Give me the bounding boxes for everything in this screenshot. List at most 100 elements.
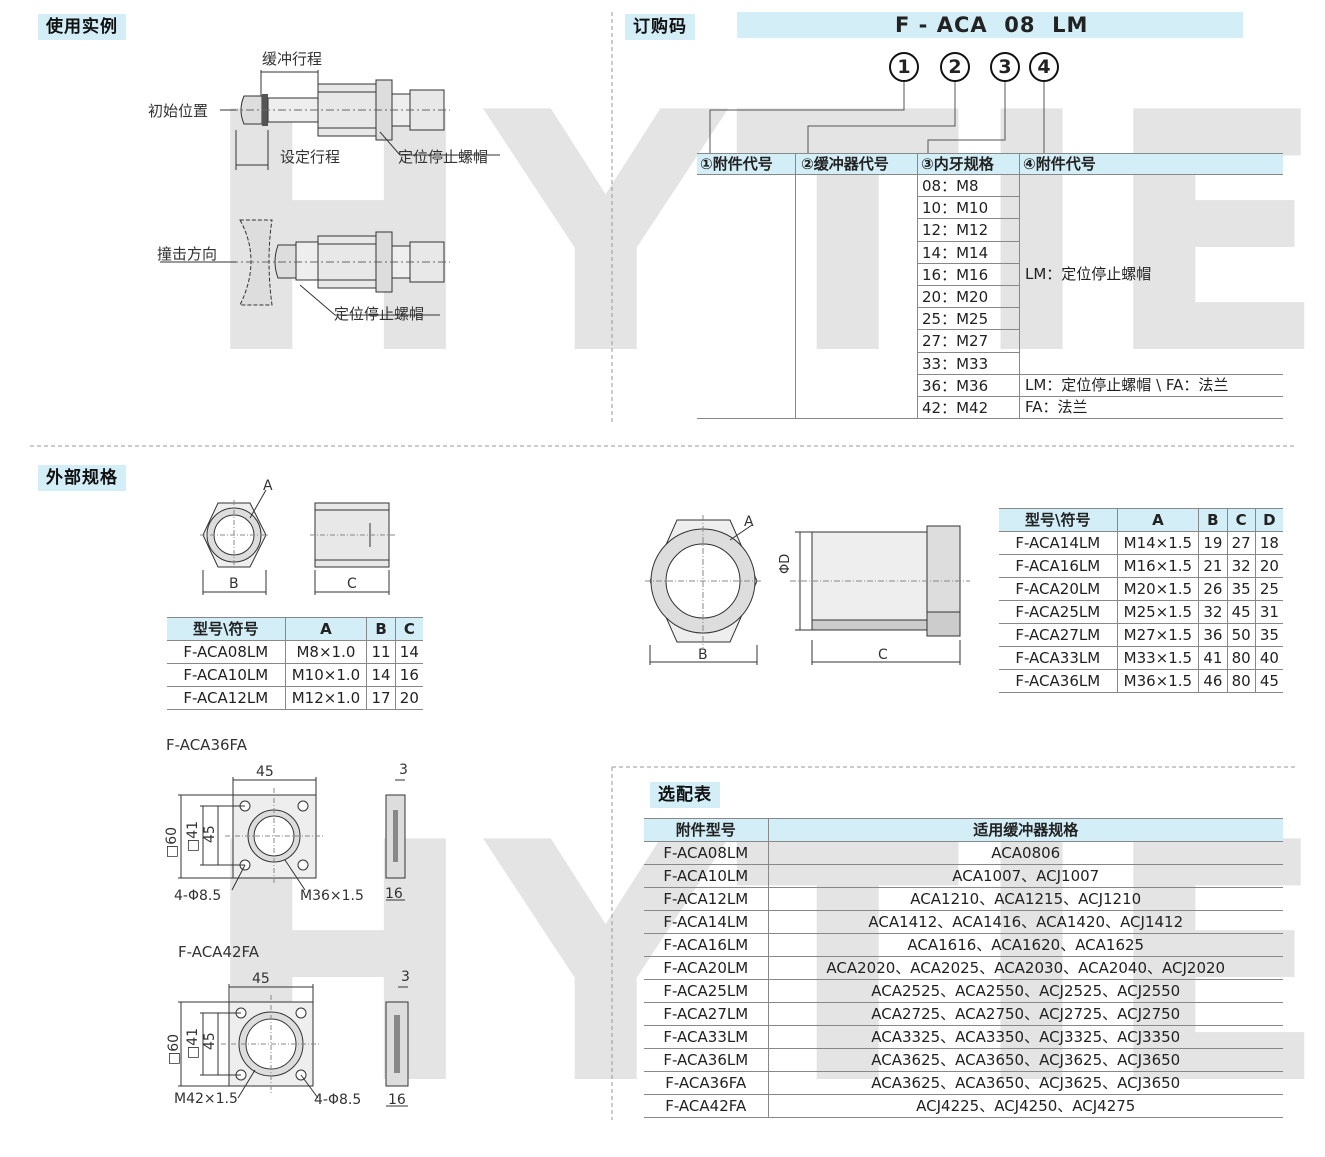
- section-title-external: 外部规格: [38, 465, 126, 491]
- selection-table-cell: F-ACA33LM: [644, 1025, 769, 1049]
- small-label-b: B: [229, 576, 239, 592]
- circle-4: 4: [1029, 52, 1059, 82]
- order-header-1: ①附件代号: [700, 155, 773, 173]
- large-table-header: B: [1198, 508, 1228, 532]
- thread-item: 08：M8: [918, 175, 1019, 198]
- selection-table-cell: F-ACA08LM: [644, 841, 769, 865]
- large-table-cell: F-ACA20LM: [999, 577, 1118, 601]
- label-stop-nut-2: 定位停止螺帽: [334, 305, 425, 323]
- order-code-suffix: LM: [1052, 13, 1089, 37]
- order-code-prefix: F: [895, 13, 911, 37]
- large-table-cell: M36×1.5: [1117, 669, 1200, 693]
- flange42-w: 45: [252, 971, 270, 987]
- thread-item: 12：M12: [918, 219, 1019, 242]
- large-table-cell: 35: [1255, 623, 1283, 647]
- selection-table-cell: ACJ4225、ACJ4250、ACJ4275: [768, 1094, 1283, 1118]
- large-table-cell: 20: [1255, 554, 1283, 578]
- small-table-cell: M12×1.0: [285, 686, 368, 710]
- large-table-cell: 80: [1227, 646, 1256, 670]
- small-table-header: A: [285, 617, 368, 641]
- large-table-header: A: [1117, 508, 1200, 532]
- small-table-cell: F-ACA10LM: [167, 663, 286, 687]
- large-table-cell: 40: [1255, 646, 1283, 670]
- thread-item: 25：M25: [918, 308, 1019, 331]
- selection-table-cell: ACA1210、ACA1215、ACJ1210: [768, 887, 1283, 911]
- selection-table-cell: ACA1412、ACA1416、ACA1420、ACJ1412: [768, 910, 1283, 934]
- thread-item: 10：M10: [918, 197, 1019, 220]
- thread-item: 36：M36: [918, 375, 1019, 397]
- large-table-header: D: [1255, 508, 1283, 532]
- thread-item: 33：M33: [918, 353, 1019, 375]
- selection-table-cell: F-ACA12LM: [644, 887, 769, 911]
- section-title-usage: 使用实例: [38, 14, 126, 40]
- flange36-t16: 16: [385, 886, 403, 902]
- flange42-t3: 3: [401, 969, 410, 985]
- flange42-t16: 16: [388, 1092, 406, 1108]
- large-label-c: C: [878, 647, 888, 663]
- small-table-cell: 11: [366, 640, 396, 664]
- flange36-holes: 4-Φ8.5: [174, 888, 222, 904]
- order-header-4: ④附件代号: [1023, 155, 1096, 173]
- circle-2: 2: [940, 52, 970, 82]
- selection-table-cell: ACA3625、ACA3650、ACJ3625、ACJ3650: [768, 1071, 1283, 1095]
- large-table-cell: F-ACA27LM: [999, 623, 1118, 647]
- order-table-header-bg: [697, 153, 1283, 175]
- small-table-cell: 14: [395, 640, 423, 664]
- large-table-header: 型号\符号: [999, 508, 1118, 532]
- flange42-thread: M42×1.5: [174, 1091, 238, 1107]
- selection-table-cell: F-ACA27LM: [644, 1002, 769, 1026]
- large-table-cell: F-ACA16LM: [999, 554, 1118, 578]
- flange42-holes: 4-Φ8.5: [314, 1092, 362, 1108]
- small-table-header: B: [366, 617, 396, 641]
- thread-item: 42：M42: [918, 397, 1019, 420]
- flange42-title: F-ACA42FA: [178, 943, 260, 961]
- selection-table-cell: F-ACA14LM: [644, 910, 769, 934]
- large-nut-drawing: [645, 515, 970, 665]
- large-table-cell: 41: [1198, 646, 1228, 670]
- order-header-3: ③内牙规格: [921, 155, 994, 173]
- large-table-cell: 19: [1198, 531, 1228, 555]
- selection-table-cell: ACA0806: [768, 841, 1283, 865]
- large-table-cell: M27×1.5: [1117, 623, 1200, 647]
- thread-item: 20：M20: [918, 286, 1019, 309]
- large-label-a: A: [744, 514, 754, 530]
- selection-table-cell: ACA2020、ACA2025、ACA2030、ACA2040、ACJ2020: [768, 956, 1283, 980]
- large-label-b: B: [698, 647, 708, 663]
- flange36-title: F-ACA36FA: [166, 736, 248, 754]
- large-table-cell: 25: [1255, 577, 1283, 601]
- acc-fa: FA：法兰: [1025, 398, 1088, 416]
- order-connector-lines: [709, 82, 1045, 153]
- usage-drawing-2: [160, 219, 450, 316]
- selection-table-header: 附件型号: [644, 818, 769, 842]
- large-table-cell: M25×1.5: [1117, 600, 1200, 624]
- section-title-order: 订购码: [625, 14, 695, 40]
- selection-table-cell: F-ACA20LM: [644, 956, 769, 980]
- small-table-cell: 20: [395, 686, 423, 710]
- large-table-cell: 27: [1227, 531, 1256, 555]
- selection-table-cell: ACA3325、ACA3350、ACJ3325、ACJ3350: [768, 1025, 1283, 1049]
- order-code-size: 08: [1004, 13, 1036, 37]
- small-table-cell: 17: [366, 686, 396, 710]
- large-table-cell: 18: [1255, 531, 1283, 555]
- selection-table-cell: F-ACA25LM: [644, 979, 769, 1003]
- selection-table-cell: F-ACA36FA: [644, 1071, 769, 1095]
- selection-table-cell: ACA2525、ACA2550、ACJ2525、ACJ2550: [768, 979, 1283, 1003]
- large-table-cell: M14×1.5: [1117, 531, 1200, 555]
- order-code-series: ACA: [936, 13, 988, 37]
